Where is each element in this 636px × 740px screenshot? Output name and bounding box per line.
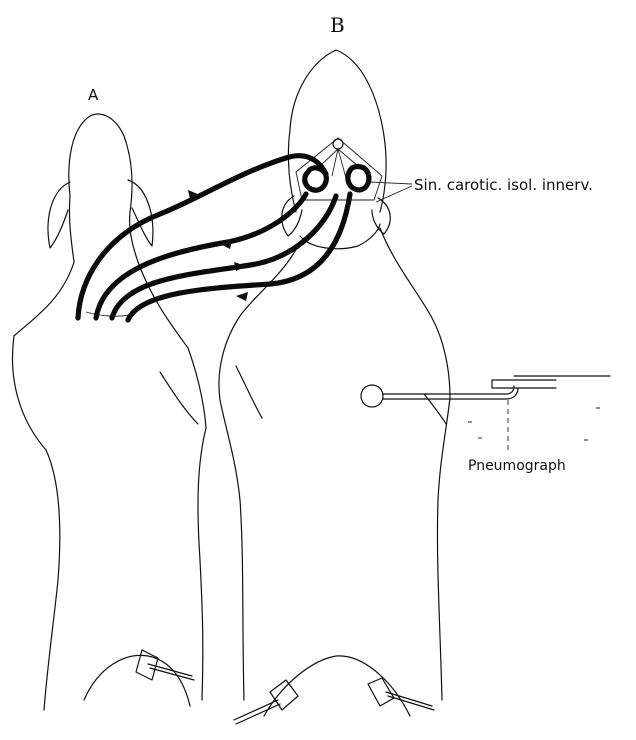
animal-a-foreleg-line [160,372,198,424]
animal-a-hindquarters [84,655,190,706]
animal-b-foreleg-line [236,366,262,418]
animal-a-left-ear [48,182,70,248]
animal-a-electrode [136,650,194,680]
flow-arrow-4 [236,292,248,301]
tube-1 [78,156,326,318]
pneumograph-apparatus [361,376,610,450]
animal-b-electrode-right [368,678,434,710]
animal-b [219,50,450,724]
label-animal-b: B [330,13,345,37]
animal-a-body-right [138,262,206,700]
animal-b-head [288,50,386,212]
carotid-sinus-preparation [305,139,412,202]
pneumograph-bulb [361,385,383,407]
innervation-line-2 [376,186,412,202]
animal-b-body-right [380,228,450,700]
animal-b-body-left [219,246,298,700]
cross-circulation-tubes [78,156,350,320]
carotid-sinus-right [348,167,369,191]
animal-a-neck-incision [86,312,134,316]
innervation-line-1 [370,182,412,184]
label-carotid: Sin. carotic. isol. innerv. [414,176,593,194]
animal-a [12,114,206,710]
animal-a-body-left [12,262,74,710]
animal-b-right-ear [372,198,390,234]
carotid-junction-node [333,139,343,149]
label-animal-a: A [88,86,99,104]
pneumograph-drum [492,376,610,388]
animal-a-head [69,114,138,262]
tube-3 [112,196,336,318]
label-pneumograph: Pneumograph [468,458,566,474]
